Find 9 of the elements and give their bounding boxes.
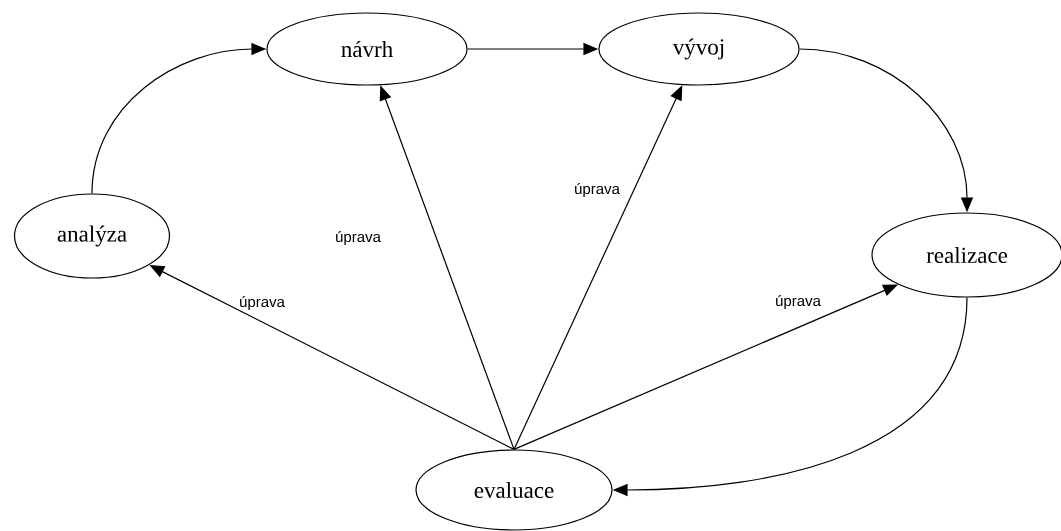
edge-label: úprava xyxy=(336,230,381,246)
arrow xyxy=(513,85,683,450)
edge-label: úprava xyxy=(575,182,620,198)
edge-label: úprava xyxy=(776,294,821,310)
edge-label: úprava xyxy=(240,295,285,311)
ellipse-node: evaluace xyxy=(415,449,613,531)
ellipse-node: vývoj xyxy=(598,12,800,86)
ellipse-node: návrh xyxy=(266,12,468,86)
ellipse-node: analýza xyxy=(13,193,171,279)
